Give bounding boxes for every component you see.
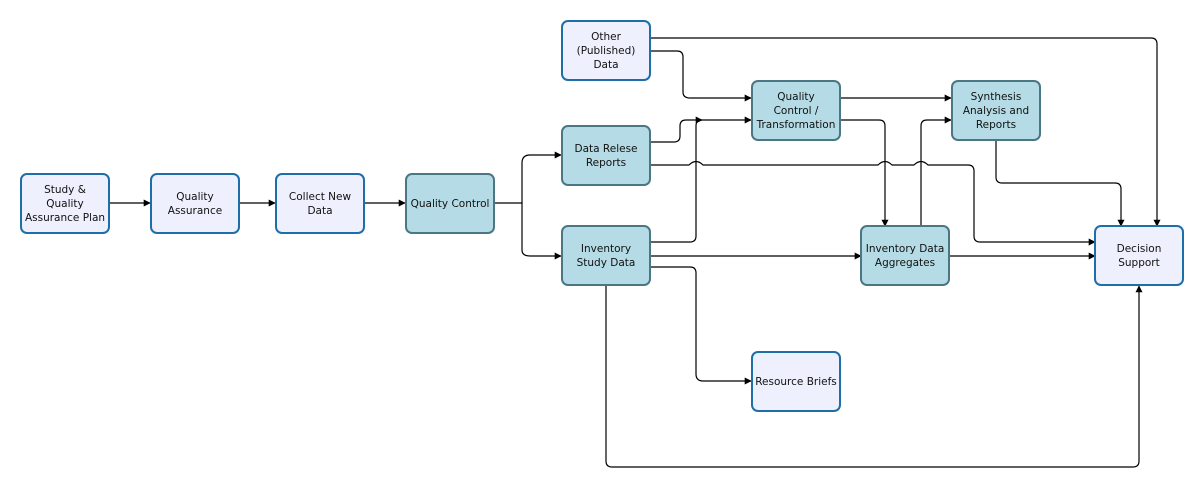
node-quality-assurance: Quality Assurance [150,173,240,234]
node-label: Decision Support [1116,242,1162,269]
node-label: Inventory Study Data [576,242,636,269]
node-other-published-data: Other (Published) Data [561,20,651,81]
edge-inventory-aggregates-to-synthesis [920,116,952,226]
edge-inventory-study-data-to-qc-transformation [651,116,703,243]
edge-quality-control-to-data-release-reports [495,151,562,204]
node-label: Quality Control [410,197,490,210]
node-label: Inventory Data Aggregates [865,242,945,269]
node-quality-control: Quality Control [405,173,495,234]
edge-qc-transformation-to-inventory-aggregates [841,119,889,227]
node-label: Quality Control / Transformation [756,90,836,131]
edge-other-data-to-decision-support [651,37,1161,227]
node-resource-briefs: Resource Briefs [751,351,841,412]
node-synthesis-analysis-reports: Synthesis Analysis and Reports [951,80,1041,141]
edge-inventory-study-data-to-decision-support [605,285,1143,468]
node-inventory-study-data: Inventory Study Data [561,225,651,286]
node-label: Other (Published) Data [576,30,636,71]
node-label: Study & Quality Assurance Plan [24,183,106,224]
node-study-quality-assurance-plan: Study & Quality Assurance Plan [20,173,110,234]
edge-synthesis-to-decision-support [995,140,1125,227]
node-inventory-data-aggregates: Inventory Data Aggregates [860,225,950,286]
edge-inventory-study-data-to-resource-briefs [651,266,752,385]
node-decision-support: Decision Support [1094,225,1184,286]
edge-other-data-to-qc-transformation [651,50,752,102]
edge-quality-control-to-inventory-study-data [521,203,562,260]
edge-data-release-reports-to-qc-transformation [651,116,752,143]
node-label: Collect New Data [288,190,352,217]
node-data-release-reports: Data Relese Reports [561,125,651,186]
node-label: Synthesis Analysis and Reports [962,90,1030,131]
node-label: Resource Briefs [755,375,837,388]
node-label: Quality Assurance [167,190,223,217]
node-collect-new-data: Collect New Data [275,173,365,234]
node-quality-control-transformation: Quality Control / Transformation [751,80,841,141]
node-label: Data Relese Reports [574,142,638,169]
